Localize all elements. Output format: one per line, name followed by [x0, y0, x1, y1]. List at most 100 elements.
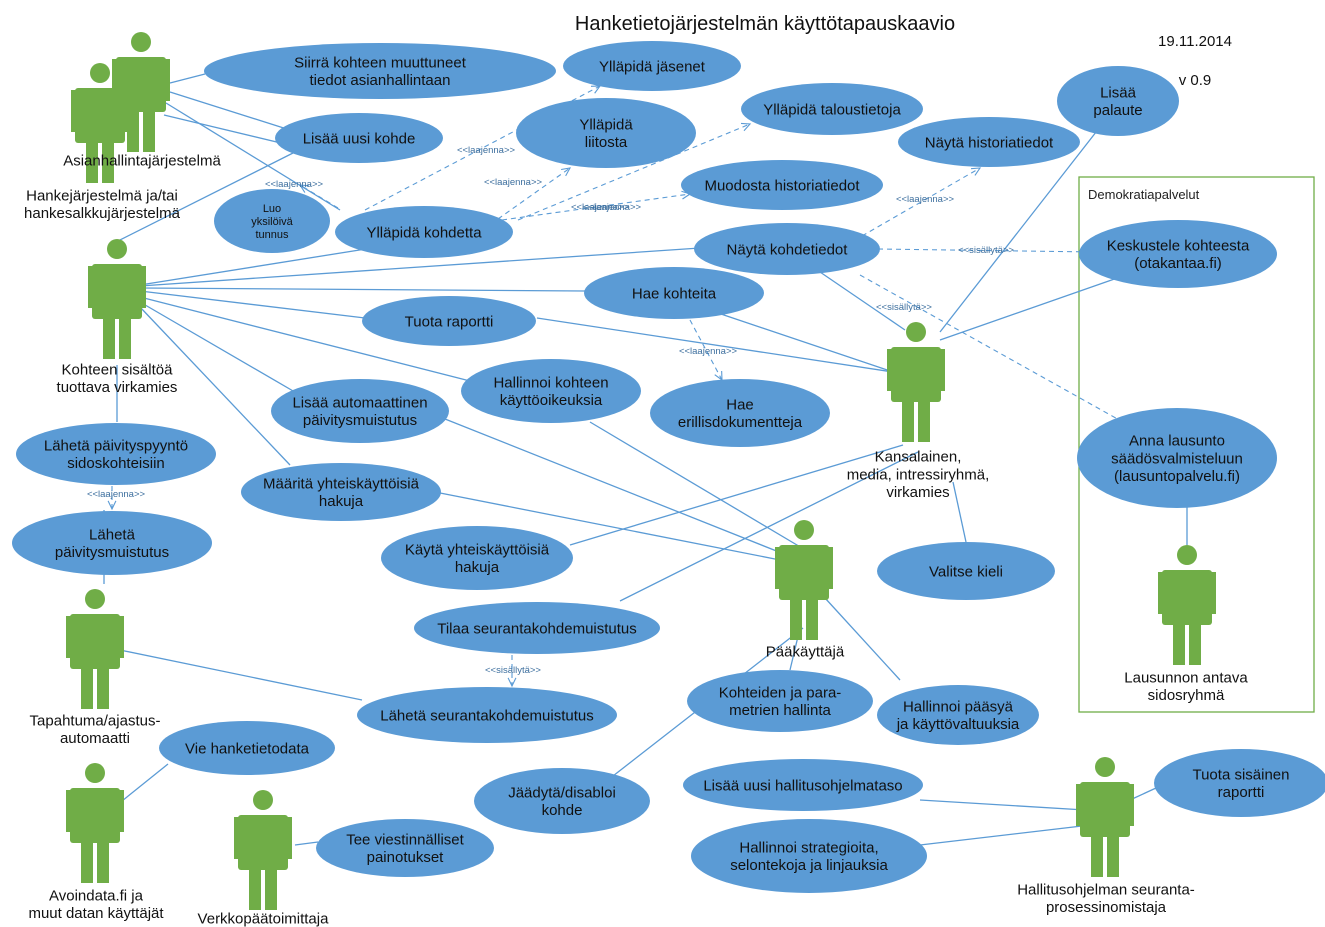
usecase-label: Valitse kieli — [929, 563, 1003, 580]
association-line — [824, 597, 901, 681]
usecase-tuota-sisainen-raportti — [1154, 749, 1325, 817]
usecase-tuota-raportti — [362, 296, 536, 346]
actor-icon — [66, 763, 124, 883]
usecase-hallinnoi-paasya-ja-kayttovaltuuksia — [877, 685, 1039, 745]
usecase-label: Ylläpidä jäsenet — [599, 58, 706, 75]
system-boundary-label: Demokratiapalvelut — [1088, 187, 1200, 202]
arrow-head — [298, 184, 310, 193]
relation-label: <<laajenna>> — [583, 202, 642, 213]
relation-label: <<sisällytä>> — [876, 302, 932, 313]
usecase-muodosta-historiatiedot — [681, 160, 883, 210]
usecase-hae-kohteita — [584, 267, 764, 319]
dependency-arrow — [689, 319, 723, 381]
association-line — [119, 649, 363, 701]
dependency-arrow — [517, 123, 751, 221]
actor-label-hallitusohjelman-seuranta-prosessinomist: Hallitusohjelman seuranta-prosessinomist… — [1017, 881, 1195, 916]
association-line — [714, 311, 894, 373]
usecase-label: Vie hanketietodata — [185, 740, 310, 757]
usecase-tee-viestinnalliset-painotukset — [316, 819, 494, 877]
dependency-arrow — [859, 274, 1131, 427]
arrow-head — [740, 122, 752, 132]
usecase-hae-erillisdokumentteja — [650, 379, 830, 447]
usecase-kohteiden-ja-para-metrien-hallinta — [687, 670, 873, 732]
diagram-date: 19.11.2014 — [1158, 32, 1232, 50]
usecase-yllapida-jasenet — [563, 41, 741, 91]
arrow-head — [714, 370, 723, 382]
relation-label: <<laajenna>> — [87, 489, 146, 500]
relation-label: <<laajenna>> — [571, 202, 630, 213]
usecase-label: Hallinnoi strategioita,selontekoja ja li… — [730, 839, 888, 874]
association-line — [139, 290, 366, 319]
association-line — [139, 296, 471, 382]
usecase-label: Lisää uusi hallitusohjelmataso — [703, 777, 902, 794]
relation-label: <<laajenna>> — [457, 145, 516, 156]
usecase-label: Kohteiden ja para-metrien hallinta — [719, 684, 842, 719]
relation-label: <<sisällytä>> — [958, 245, 1014, 256]
association-line — [919, 825, 1083, 846]
actor-icon — [66, 589, 124, 709]
usecase-label: Näytä historiatiedot — [925, 134, 1054, 151]
actor-icon — [887, 322, 945, 442]
arrow-head — [107, 500, 117, 511]
usecase-maarita-yhteiskayttoisia-hakuja — [241, 463, 441, 521]
usecase-laheta-seurantakohdemuistutus — [357, 687, 617, 743]
actor-label-paakayttaja: Pääkäyttäjä — [766, 643, 845, 660]
association-line — [919, 799, 1086, 811]
usecase-laheta-paivitysmuistutus — [12, 511, 212, 575]
usecase-tilaa-seurantakohdemuistutus — [414, 602, 660, 654]
association-line — [619, 451, 919, 602]
relation-label: <<laajenna>> — [265, 179, 324, 190]
usecase-lisaa-automaattinen-paivitysmuistutus — [271, 379, 449, 443]
association-line — [952, 481, 967, 543]
association-line — [169, 91, 291, 131]
arrow-head — [590, 85, 602, 94]
dependency-arrow — [497, 167, 571, 220]
usecase-keskustele-kohteesta-otakantaa-fi — [1079, 220, 1277, 288]
association-line — [109, 151, 296, 246]
usecase-label: Tilaa seurantakohdemuistutus — [437, 620, 637, 637]
usecase-valitse-kieli — [877, 542, 1055, 600]
association-line — [434, 491, 781, 561]
dependency-arrow — [861, 167, 981, 237]
usecase-label: Lähetä seurantakohdemuistutus — [380, 707, 593, 724]
association-line — [139, 301, 301, 396]
association-line — [139, 287, 586, 292]
association-line — [294, 841, 319, 846]
actor-label-asianhallintajarjestelma: Asianhallintajärjestelmä — [63, 152, 221, 169]
relation-label: <<laajenna>> — [679, 346, 738, 357]
usecase-label: Keskustele kohteesta(otakantaa.fi) — [1107, 237, 1250, 272]
usecase-label: Ylläpidä kohdetta — [366, 224, 482, 241]
actor-icon — [775, 520, 833, 640]
association-line — [139, 247, 373, 286]
usecase-yllapida-kohdetta — [335, 206, 513, 258]
system-boundary — [1078, 176, 1315, 713]
actor-icon — [1158, 545, 1216, 665]
usecase-nayta-historiatiedot — [898, 117, 1080, 167]
dependency-arrow — [877, 248, 1096, 253]
usecase-laheta-paivityspyynto-sidoskohteisiin — [16, 423, 216, 485]
usecase-label: Muodosta historiatiedot — [704, 177, 860, 194]
association-line — [139, 306, 291, 466]
dependency-arrow — [501, 193, 691, 221]
usecase-kayta-yhteiskayttoisia-hakuja — [381, 526, 573, 590]
usecase-label: Näytä kohdetiedot — [727, 241, 849, 258]
usecase-vie-hanketietodata — [159, 721, 335, 775]
diagram-version: v 0.9 — [1178, 71, 1212, 89]
relation-label: <<laajenna>> — [896, 194, 955, 205]
association-line — [939, 275, 1124, 341]
dependency-arrow — [299, 184, 339, 209]
association-line — [121, 763, 169, 802]
arrow-head — [561, 167, 572, 177]
usecase-luo-yksiloiva-tunnus — [214, 189, 330, 253]
